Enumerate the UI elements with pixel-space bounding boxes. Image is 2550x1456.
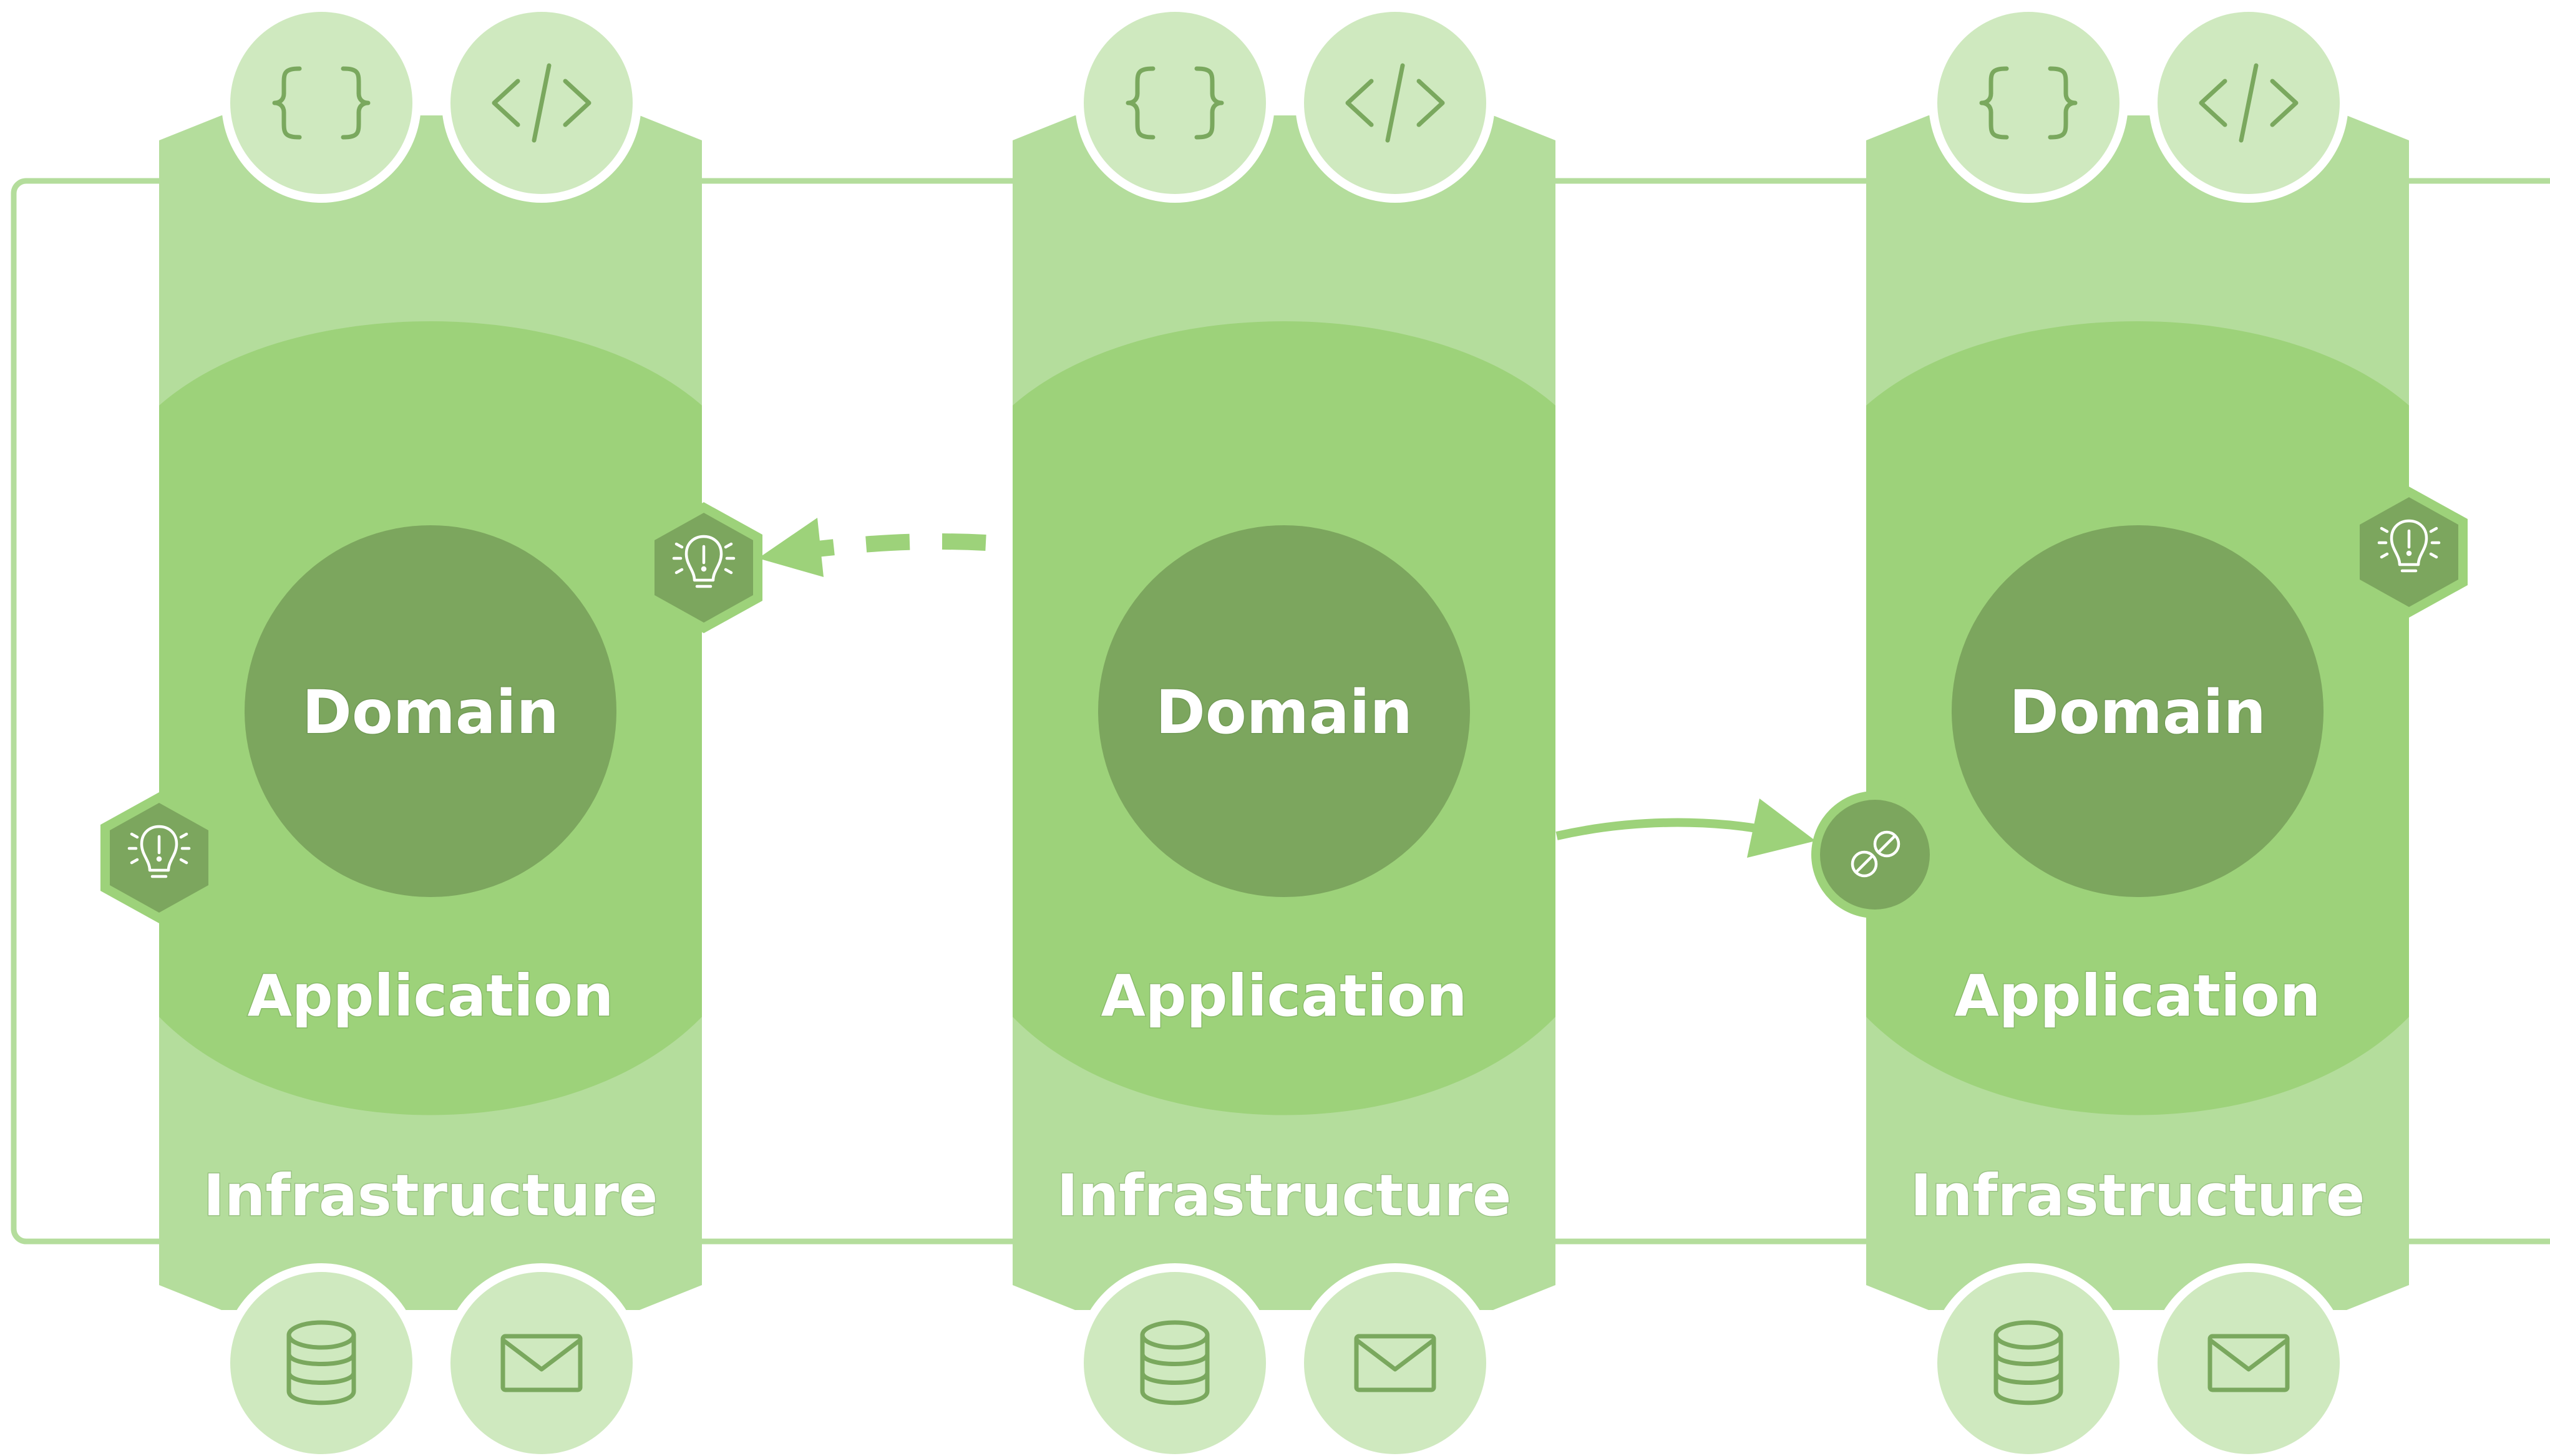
web-port[interactable] [2149, 3, 2348, 203]
messaging-port[interactable] [1295, 1263, 1495, 1456]
domain-label: Domain [302, 677, 559, 747]
service-3: Domain Application Infrastructure [1811, 3, 2468, 1456]
web-port[interactable] [1295, 3, 1495, 203]
domain-event-hexagon[interactable] [645, 502, 762, 633]
application-label: Application [1101, 963, 1467, 1029]
database-icon [1993, 1320, 2063, 1405]
braces-icon [1126, 66, 1224, 140]
service-2: Domain Application Infrastructure [1013, 3, 1555, 1456]
database-icon [1140, 1320, 1210, 1405]
api-port[interactable] [1075, 3, 1275, 203]
infrastructure-label: Infrastructure [1057, 1162, 1512, 1229]
code-tag-icon [2199, 63, 2299, 143]
infrastructure-label: Infrastructure [1910, 1162, 2365, 1229]
application-label: Application [248, 963, 614, 1029]
database-port[interactable] [1929, 1263, 2128, 1456]
web-port[interactable] [442, 3, 641, 203]
code-tag-icon [1345, 63, 1445, 143]
code-tag-icon [492, 63, 591, 143]
application-label: Application [1955, 963, 2321, 1029]
messaging-port[interactable] [2149, 1263, 2348, 1456]
database-port[interactable] [221, 1263, 421, 1456]
dashed-connector [758, 518, 986, 577]
pill-port[interactable] [1811, 791, 1939, 918]
lightbulb-icon [127, 825, 191, 878]
domain-core [245, 525, 616, 897]
domain-event-hexagon[interactable] [2350, 487, 2468, 618]
pill-icon [1851, 830, 1900, 878]
solid-connector [1555, 798, 1816, 858]
database-icon [286, 1320, 356, 1405]
database-port[interactable] [1075, 1263, 1275, 1456]
envelope-icon [500, 1334, 583, 1392]
braces-icon [1979, 66, 2078, 140]
braces-icon [272, 66, 371, 140]
service-1: Domain Application Infrastructure [100, 3, 762, 1456]
lightbulb-icon [672, 535, 736, 588]
lightbulb-icon [2377, 519, 2441, 573]
domain-label: Domain [1156, 677, 1413, 747]
infrastructure-label: Infrastructure [203, 1162, 658, 1229]
api-port[interactable] [221, 3, 421, 203]
domain-label: Domain [2009, 677, 2266, 747]
envelope-icon [2207, 1334, 2290, 1392]
messaging-port[interactable] [442, 1263, 641, 1456]
api-port[interactable] [1929, 3, 2128, 203]
domain-core [1952, 525, 2324, 897]
domain-core [1098, 525, 1470, 897]
domain-event-hexagon[interactable] [100, 792, 218, 923]
envelope-icon [1354, 1334, 1436, 1392]
